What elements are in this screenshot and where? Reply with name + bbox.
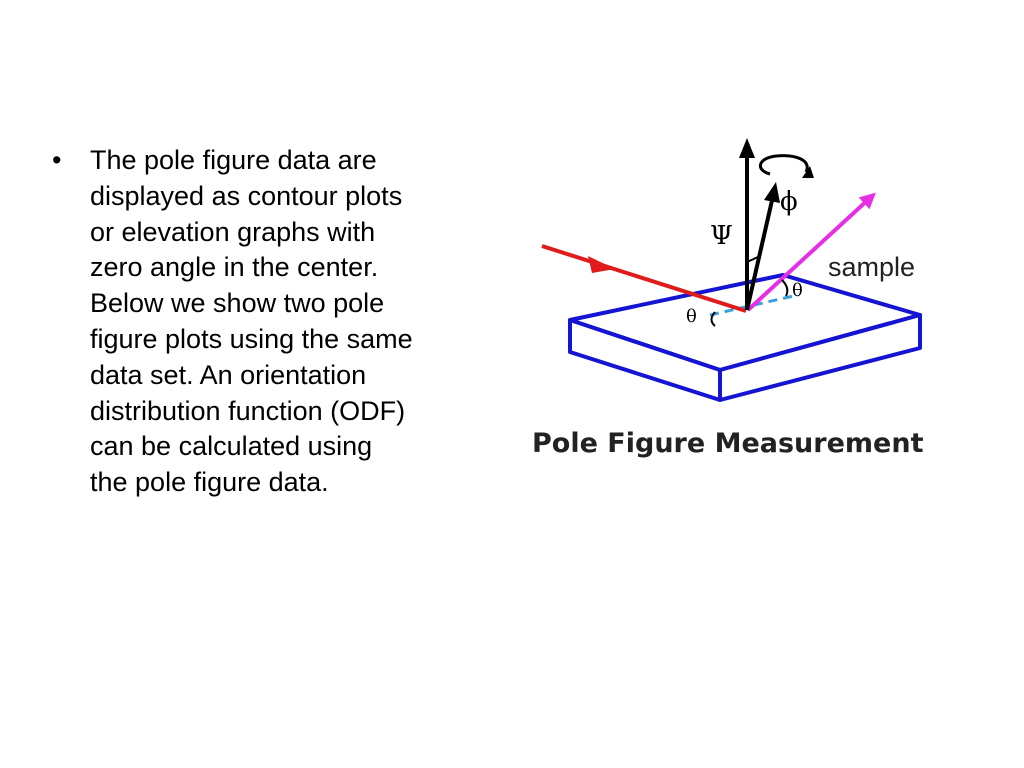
bullet-line: distribution function (ODF) [90,395,406,426]
bullet-list: • The pole figure data are displayed as … [52,143,512,501]
incident-beam-arrowhead-icon [588,256,615,273]
bullet-text: The pole figure data are displayed as co… [90,143,510,501]
diffracted-beam [746,192,876,312]
bullet-line: Below we show two pole [90,288,385,319]
sample-side-face [718,313,922,402]
psi-angle-arc [746,255,761,263]
incident-beam [541,244,747,313]
sample-label: sample [828,252,915,282]
bullet-dot-icon: • [52,145,62,175]
phi-axis [745,195,775,311]
psi-label: Ψ [710,221,733,251]
bullet-line: can be calculated using [90,431,373,462]
theta-arc-right [781,279,789,297]
bullet-line: The pole figure data are [90,145,377,175]
theta-arc-left [710,311,716,327]
pole-figure-diagram: Ψ ϕ θ θ sample Pole Figure Measurement [520,130,1000,480]
psi-axis-arrowhead-icon [739,138,755,158]
bullet-line: data set. An orientation [90,359,367,390]
bullet-item: • The pole figure data are displayed as … [52,143,512,501]
bullet-line: or elevation graphs with [90,216,376,247]
phi-rotation-arrowhead-icon [802,166,814,178]
figure-caption: Pole Figure Measurement [532,428,924,459]
bullet-line: displayed as contour plots [90,180,403,211]
bullet-line: zero angle in the center. [90,252,379,283]
theta-label-left: θ [686,306,697,327]
pole-figure-svg: Ψ ϕ θ θ sample Pole Figure Measurement [532,138,924,459]
bullet-line: figure plots using the same [90,323,413,354]
phi-label: ϕ [780,187,798,217]
bullet-line: the pole figure data. [90,467,329,498]
theta-label-right: θ [792,280,803,301]
phi-axis-arrowhead-icon [764,182,780,203]
phi-rotation-arrow-icon [759,154,809,176]
